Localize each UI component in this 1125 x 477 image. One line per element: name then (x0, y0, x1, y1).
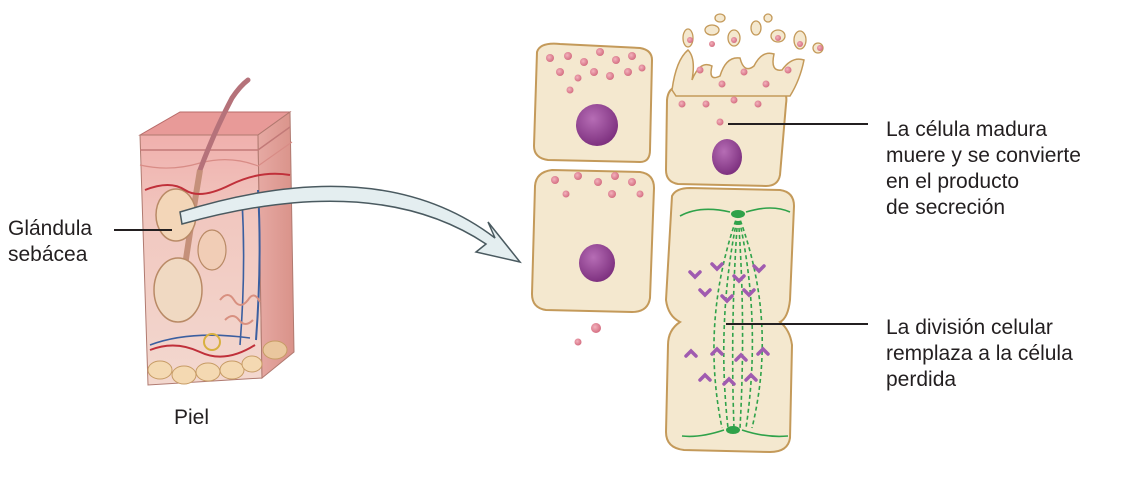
mature-cell-label-line4: de secreción (886, 195, 1005, 221)
mature-cell-label-line1: La célula madura (886, 117, 1047, 143)
cell-lower-left (532, 170, 654, 312)
cell-dividing (666, 188, 794, 452)
division-label-line1: La división celular (886, 315, 1053, 341)
skin-label: Piel (174, 405, 209, 431)
mature-cell-label-line2: muere y se convierte (886, 143, 1081, 169)
gland-label-line2: sebácea (8, 242, 87, 268)
skin-block-illustration (140, 80, 294, 385)
division-label-line3: perdida (886, 367, 956, 393)
nucleus-lower-left (579, 244, 615, 282)
division-label-line2: remplaza a la célula (886, 341, 1073, 367)
mature-cell-label-line3: en el producto (886, 169, 1019, 195)
nucleus-mature-cell (712, 139, 742, 175)
nucleus-upper-left (576, 104, 618, 146)
gland-label-line1: Glándula (8, 216, 92, 242)
skin-side-face (258, 112, 294, 378)
